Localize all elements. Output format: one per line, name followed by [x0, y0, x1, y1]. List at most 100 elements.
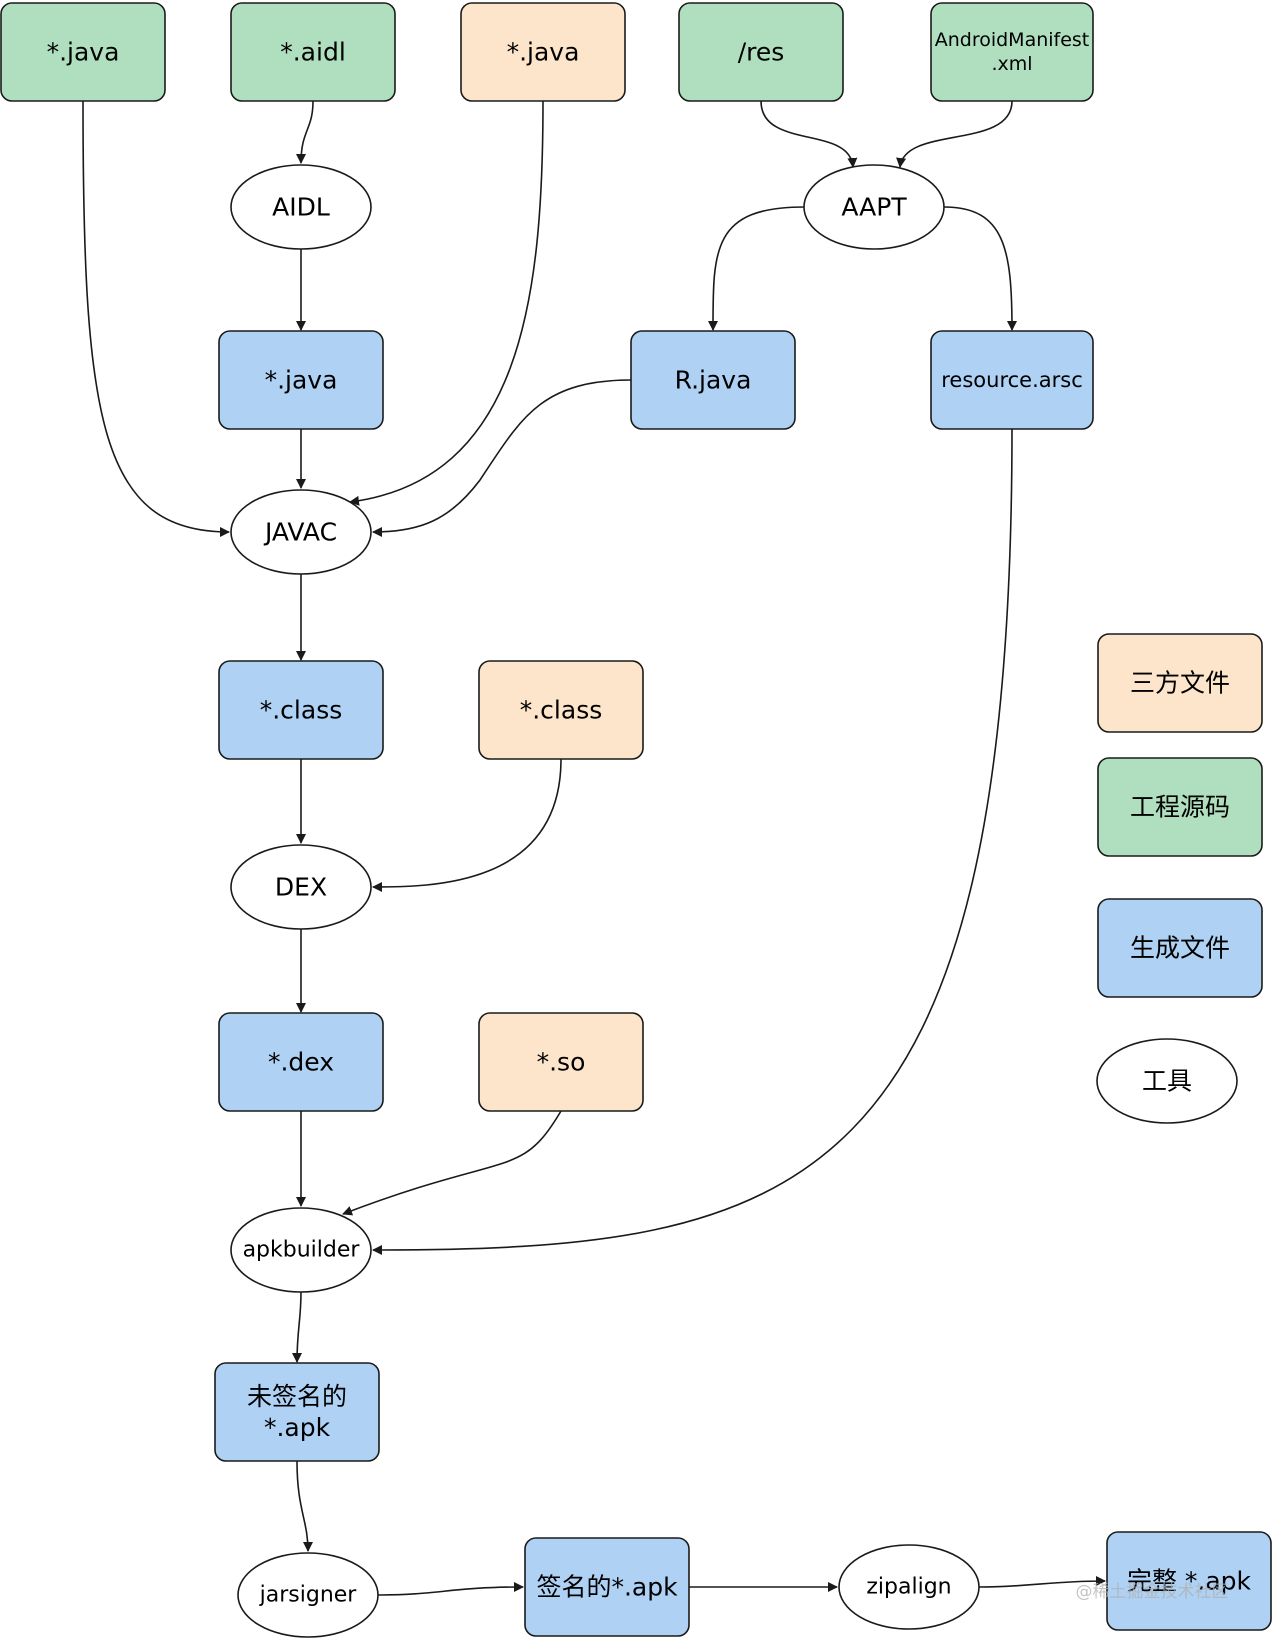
node-arsc-gen-shape [930, 330, 1094, 430]
node-aidl-tool-shape [230, 164, 372, 250]
node-java-gen-label: *.java [265, 366, 338, 395]
node-rjava-gen-shape [630, 330, 796, 430]
node-signed-apk-gen: 签名的*.apk [524, 1537, 690, 1637]
node-class-gen-shape [218, 660, 384, 760]
legend-item-project-source: 工程源码 [1097, 757, 1263, 857]
watermark: @稀土掘金技术社区 [1076, 1582, 1229, 1602]
legend-label-third-party: 三方文件 [1130, 669, 1230, 698]
node-arsc-gen-label: resource.arsc [941, 368, 1083, 392]
node-unsigned-apk-gen-shape [214, 1362, 380, 1462]
node-aidl-tool-label: AIDL [272, 193, 330, 222]
node-dex-tool-shape [230, 844, 372, 930]
node-res-src: /res [678, 2, 844, 102]
node-final-apk-gen-shape [1106, 1531, 1272, 1631]
node-apkbuilder-tool-shape [230, 1207, 372, 1293]
legend-swatch-third-party [1097, 633, 1263, 733]
legend-swatch-project-source [1097, 757, 1263, 857]
node-java-src-label: *.java [47, 38, 120, 67]
node-signed-apk-gen-shape [524, 1537, 690, 1637]
edge-java-third-to-javac-tool [349, 100, 544, 506]
node-manifest-src: AndroidManifest.xml [930, 2, 1094, 102]
node-jarsigner-tool-shape [237, 1552, 379, 1638]
node-java-src: *.java [0, 2, 166, 102]
node-so-third-shape [478, 1012, 644, 1112]
edge-zipalign-tool-to-final-apk-gen [978, 1576, 1106, 1588]
node-apkbuilder-tool: apkbuilder [230, 1207, 372, 1293]
node-unsigned-apk-gen-label: 未签名的 [247, 1382, 347, 1411]
node-manifest-src-label: .xml [991, 53, 1032, 75]
legend-label-project-source: 工程源码 [1130, 793, 1230, 822]
node-dex-gen-shape [218, 1012, 384, 1112]
edge-class-third-to-dex-tool [372, 758, 562, 892]
node-unsigned-apk-gen-label: *.apk [264, 1413, 331, 1442]
node-so-third-label: *.so [537, 1048, 586, 1077]
edge-apkbuilder-tool-to-unsigned-apk-gen [292, 1291, 303, 1363]
node-manifest-src-label: AndroidManifest [935, 29, 1090, 51]
node-res-src-label: /res [738, 38, 785, 67]
node-zipalign-tool: zipalign [838, 1544, 980, 1630]
edge-java-src-to-javac-tool [82, 100, 230, 537]
node-java-gen-shape [218, 330, 384, 430]
edge-rjava-gen-to-javac-tool [372, 379, 632, 537]
legend-swatch-generated [1097, 898, 1263, 998]
node-aidl-src: *.aidl [230, 2, 396, 102]
node-java-third-shape [460, 2, 626, 102]
node-javac-tool-label: JAVAC [263, 518, 337, 547]
node-signed-apk-gen-label: 签名的*.apk [536, 1573, 678, 1602]
node-dex-gen: *.dex [218, 1012, 384, 1112]
node-javac-tool-shape [230, 489, 372, 575]
node-aidl-src-shape [230, 2, 396, 102]
node-aapt-tool-label: AAPT [841, 193, 907, 222]
edge-manifest-src-to-aapt-tool [896, 100, 1013, 168]
edge-res-src-to-aapt-tool [760, 100, 858, 168]
node-rjava-gen: R.java [630, 330, 796, 430]
node-jarsigner-tool-label: jarsigner [259, 1583, 358, 1608]
node-aapt-tool-shape [803, 164, 945, 250]
node-zipalign-tool-shape [838, 1544, 980, 1630]
node-class-third-label: *.class [520, 696, 603, 725]
edge-jarsigner-tool-to-signed-apk-gen [377, 1582, 524, 1596]
node-res-src-shape [678, 2, 844, 102]
edge-so-third-to-apkbuilder-tool [342, 1110, 562, 1216]
edge-unsigned-apk-gen-to-jarsigner-tool [296, 1460, 313, 1552]
node-class-third: *.class [478, 660, 644, 760]
node-zipalign-tool-label: zipalign [866, 1575, 951, 1600]
node-manifest-src-shape [930, 2, 1094, 102]
edge-aapt-tool-to-arsc-gen [943, 206, 1017, 331]
node-javac-tool: JAVAC [230, 489, 372, 575]
node-jarsigner-tool: jarsigner [237, 1552, 379, 1638]
node-unsigned-apk-gen: 未签名的*.apk [214, 1362, 380, 1462]
legend-swatch-tool [1096, 1038, 1238, 1124]
legend-label-generated: 生成文件 [1130, 934, 1230, 963]
node-so-third: *.so [478, 1012, 644, 1112]
node-java-third-label: *.java [507, 38, 580, 67]
node-apkbuilder-tool-label: apkbuilder [243, 1238, 361, 1263]
edge-arsc-gen-to-apkbuilder-tool [372, 428, 1013, 1255]
node-java-third: *.java [460, 2, 626, 102]
node-aidl-tool: AIDL [230, 164, 372, 250]
node-final-apk-gen: 完整 *.apk [1106, 1531, 1272, 1631]
legend-label-tool: 工具 [1142, 1067, 1192, 1096]
edges [82, 100, 1106, 1596]
node-dex-tool-label: DEX [275, 873, 327, 902]
node-java-src-shape [0, 2, 166, 102]
node-dex-tool: DEX [230, 844, 372, 930]
node-arsc-gen: resource.arsc [930, 330, 1094, 430]
node-aidl-src-label: *.aidl [280, 38, 346, 67]
node-final-apk-gen-label: 完整 *.apk [1127, 1567, 1252, 1596]
node-class-gen-label: *.class [260, 696, 343, 725]
edge-aidl-src-to-aidl-tool [296, 100, 314, 164]
node-dex-gen-label: *.dex [268, 1048, 334, 1077]
legend-item-third-party: 三方文件 [1097, 633, 1263, 733]
node-class-gen: *.class [218, 660, 384, 760]
node-rjava-gen-label: R.java [675, 366, 752, 395]
legend-item-generated: 生成文件 [1097, 898, 1263, 998]
edge-aapt-tool-to-rjava-gen [707, 206, 805, 331]
node-java-gen: *.java [218, 330, 384, 430]
legend-item-tool: 工具 [1096, 1038, 1238, 1124]
node-class-third-shape [478, 660, 644, 760]
node-aapt-tool: AAPT [803, 164, 945, 250]
